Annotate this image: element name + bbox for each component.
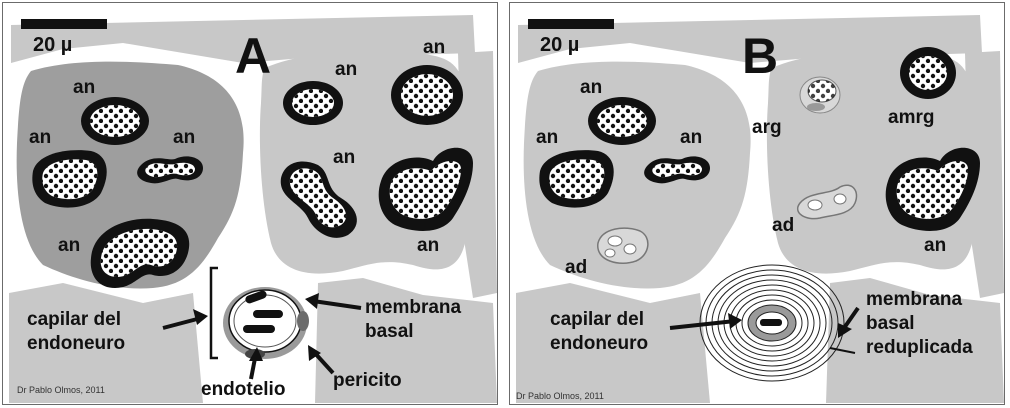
axon-myelinated-regenerating-b	[900, 47, 956, 99]
axon-a1	[81, 97, 149, 145]
credit-a: Dr Pablo Olmos, 2011	[17, 385, 105, 395]
label-an-2: an	[29, 127, 51, 148]
credit-b: Dr Pablo Olmos, 2011	[516, 391, 604, 401]
label-an-5: an	[335, 59, 357, 80]
panel-b-diagram: 20 µ B an an an ad arg amrg ad an capila…	[510, 3, 1005, 405]
label-b-an-1: an	[580, 77, 602, 98]
label-an-6: an	[423, 37, 445, 58]
scale-label-b: 20 µ	[540, 34, 579, 56]
axon-regenerating-b	[800, 77, 840, 113]
axon-a6	[391, 65, 463, 125]
label-b-ad-2: ad	[772, 215, 794, 236]
panel-a: 20 µ A an an an an an an an an capilar d…	[2, 2, 498, 405]
axon-degenerated-b1	[598, 228, 648, 263]
capillary-b-label-line1: capilar del	[550, 309, 644, 330]
capillary-label-line2: endoneuro	[27, 333, 125, 354]
membrane-label-line2: basal	[365, 321, 414, 342]
panel-letter-a: A	[235, 28, 271, 84]
label-an-8: an	[417, 235, 439, 256]
label-an-7: an	[333, 147, 355, 168]
axon-b2	[539, 150, 613, 207]
label-b-ad-1: ad	[565, 257, 587, 278]
scale-bar-a	[21, 19, 107, 29]
pericyte-label: pericito	[333, 370, 402, 391]
membrane-b-label-line2: basal	[866, 313, 915, 334]
panel-b: 20 µ B an an an ad arg amrg ad an capila…	[509, 2, 1005, 405]
membrane-b-label-line3: reduplicada	[866, 337, 973, 358]
axon-a5	[283, 81, 343, 125]
label-b-arg: arg	[752, 117, 782, 138]
membrane-label-line1: membrana	[365, 297, 462, 318]
capillary-label-line1: capilar del	[27, 309, 121, 330]
label-b-an-3: an	[680, 127, 702, 148]
label-an-1: an	[73, 77, 95, 98]
label-an-4: an	[58, 235, 80, 256]
panel-a-diagram: 20 µ A an an an an an an an an capilar d…	[3, 3, 498, 405]
label-b-an-4: an	[924, 235, 946, 256]
scale-label-a: 20 µ	[33, 34, 72, 56]
axon-a2	[32, 150, 106, 207]
axon-b1	[588, 97, 656, 145]
scale-bar-b	[528, 19, 614, 29]
capillary-b-label-line2: endoneuro	[550, 333, 648, 354]
label-an-3: an	[173, 127, 195, 148]
label-b-amrg: amrg	[888, 107, 934, 128]
capillary-bracket	[211, 268, 218, 358]
capillary-a	[223, 287, 309, 359]
panel-letter-b: B	[742, 28, 778, 84]
membrane-b-label-line1: membrana	[866, 289, 963, 310]
label-b-an-2: an	[536, 127, 558, 148]
endothelium-label: endotelio	[201, 379, 285, 400]
